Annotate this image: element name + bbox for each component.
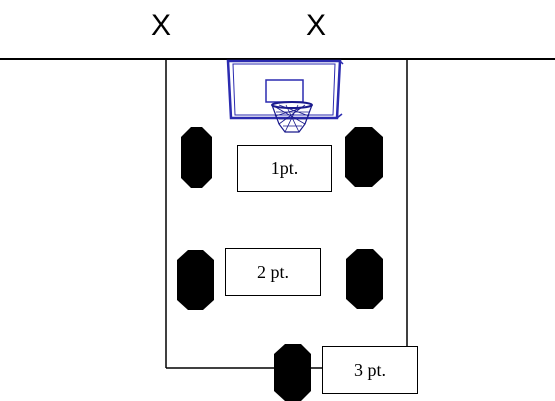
one-point-zone-label: 1pt. — [237, 145, 332, 192]
shooting-spot-icon — [346, 249, 383, 309]
two-point-zone-label: 2 pt. — [225, 248, 321, 296]
marker-x-left: X — [151, 9, 172, 42]
three-point-zone-label: 3 pt. — [322, 346, 418, 394]
basketball-hoop-icon — [226, 59, 344, 133]
shooting-spot-icon — [181, 127, 212, 188]
shooting-spot-icon — [345, 127, 383, 187]
shooting-spot-icon — [274, 344, 311, 401]
shooting-spot-icon — [177, 250, 214, 310]
marker-x-right: X — [306, 9, 327, 42]
